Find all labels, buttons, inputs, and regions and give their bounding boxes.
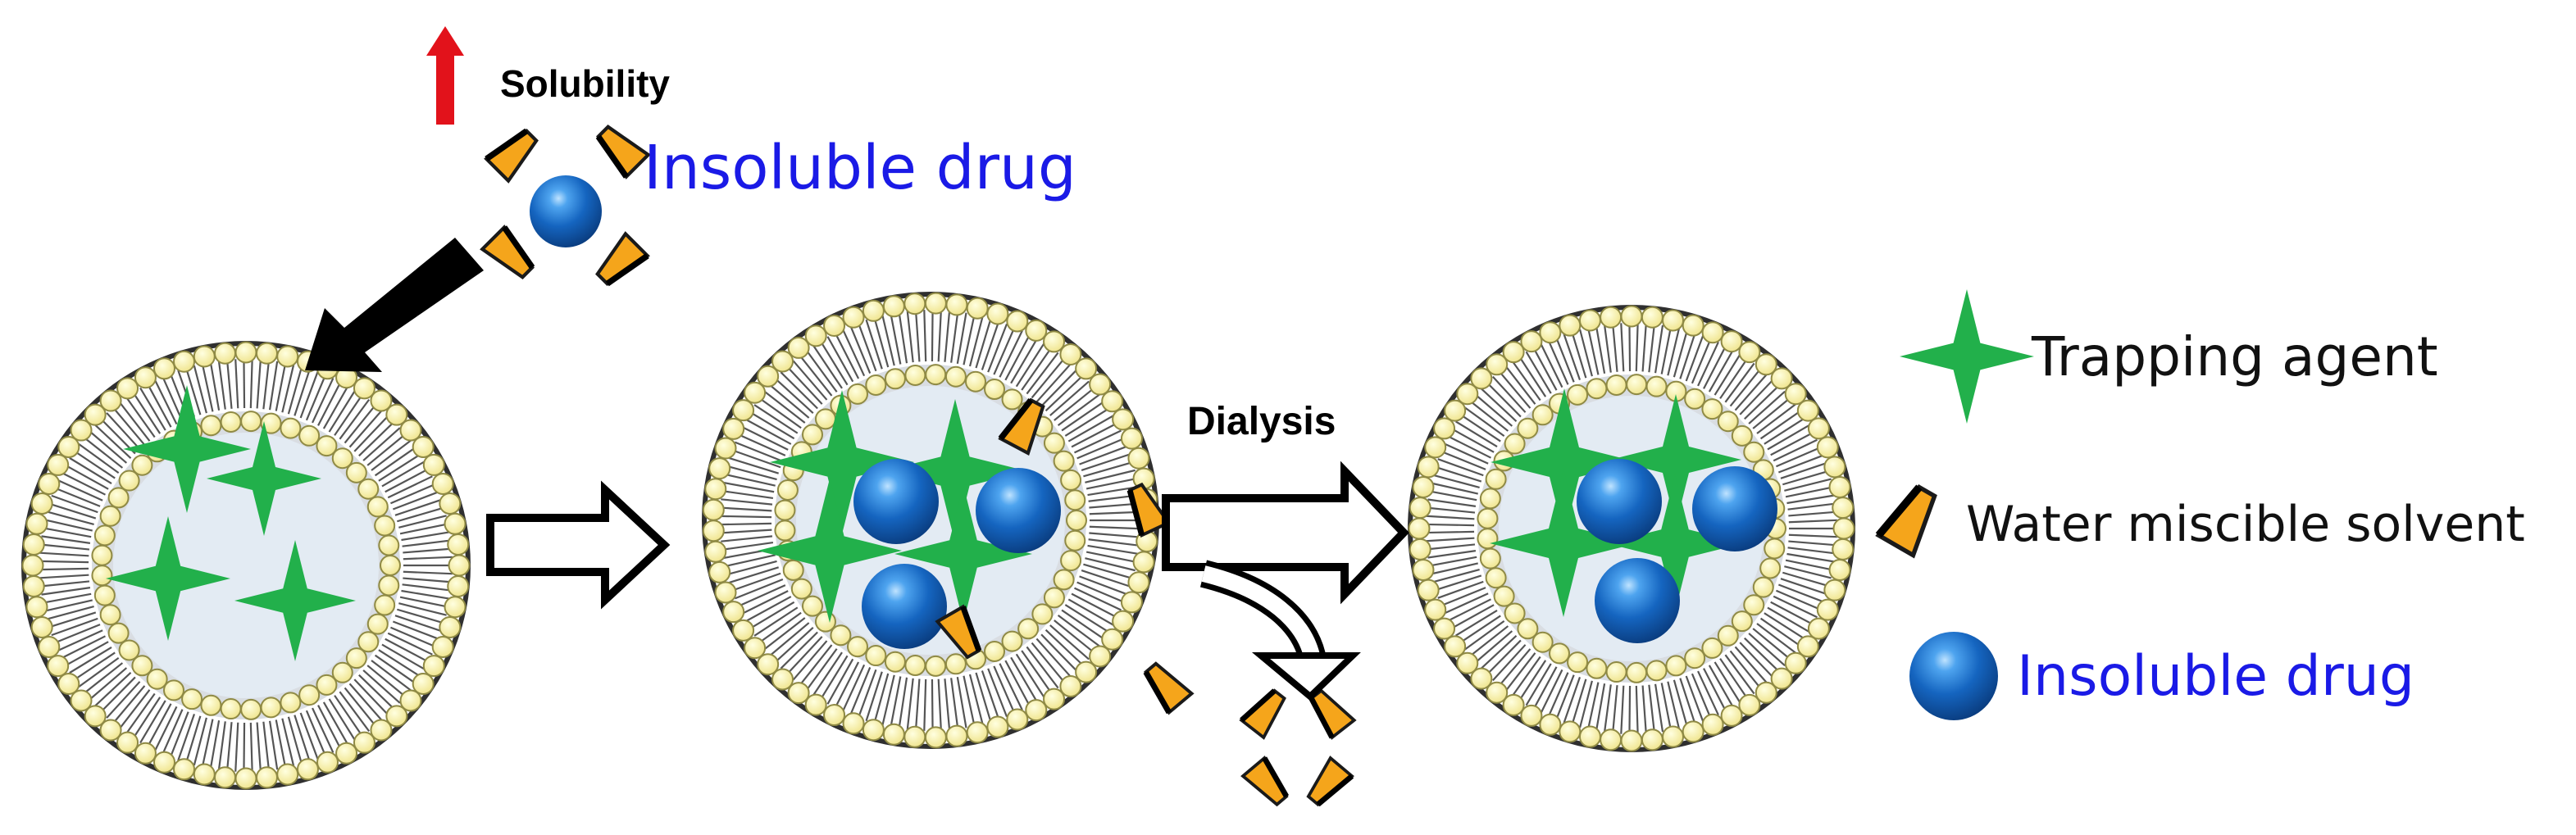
trapping-agent-star-icon	[234, 540, 356, 661]
solvent-wedge-icon	[998, 397, 1045, 456]
trapping-agent-star-icon	[883, 399, 1027, 543]
trapping-agent-star-icon	[1610, 394, 1741, 525]
legend-trapping-agent-icon	[1900, 289, 2034, 424]
drug-sphere-icon	[1692, 466, 1777, 551]
drug-sphere-icon	[1577, 459, 1662, 544]
top-drug-label: Insoluble drug	[644, 133, 1076, 203]
lipid-heads	[1408, 305, 1855, 752]
black-insertion-arrow-icon	[305, 238, 484, 372]
liposome-initial	[21, 341, 471, 790]
solvent-wedge-icon	[484, 128, 539, 184]
trapping-agent-star-icon	[123, 385, 251, 513]
solvent-wedge-icon	[595, 231, 650, 287]
solvent-wedge-icon	[595, 125, 651, 179]
drug-sphere-icon	[1595, 558, 1680, 643]
legend-star-icon	[1900, 289, 2034, 424]
legend-solvent-label: Water miscible solvent	[1966, 496, 2525, 553]
lipid-heads	[702, 292, 1159, 749]
legend-trapping-agent-label: Trapping agent	[2031, 325, 2438, 388]
lipid-tails	[1426, 323, 1837, 734]
legend-sphere-icon	[1909, 632, 1998, 720]
dialysis-arrow-icon	[1162, 461, 1409, 605]
drug-sphere-icon	[853, 459, 939, 544]
trapping-agent-star-icon	[1606, 474, 1744, 612]
drug-sphere-icon	[862, 564, 947, 649]
legend: Trapping agent Water miscible solvent In…	[1875, 289, 2525, 720]
curved-exit-arrow-icon	[1199, 560, 1361, 701]
legend-solvent-icon	[1875, 484, 1937, 559]
solvent-wedge-icon	[1143, 661, 1195, 715]
solubility-label: Solubility	[500, 62, 670, 105]
hollow-arrow-1-icon	[486, 480, 671, 610]
solvent-wedge-icon	[1240, 756, 1290, 807]
solvent-wedge-icon	[1239, 688, 1286, 740]
trapping-agents	[106, 385, 1744, 661]
trapping-agent-star-icon	[758, 479, 902, 623]
lipid-heads	[21, 341, 471, 790]
legend-drug-icon	[1909, 632, 1998, 720]
solvent-wedges	[480, 125, 1357, 807]
legend-wedge-icon	[1875, 484, 1937, 559]
drug-sphere-icon	[976, 468, 1061, 553]
trapping-agent-star-icon	[207, 421, 321, 536]
trapping-agent-star-icon	[1490, 470, 1637, 617]
trapping-agent-star-icon	[770, 390, 914, 534]
solvent-wedge-icon	[935, 604, 982, 660]
lipid-tails	[720, 310, 1141, 731]
top-drug-sphere-icon	[530, 175, 602, 247]
legend-drug-label: Insoluble drug	[2017, 644, 2414, 709]
trapping-agent-star-icon	[106, 516, 230, 641]
lipid-tails	[39, 359, 453, 772]
trapping-agent-star-icon	[1491, 388, 1638, 536]
dialysis-label: Dialysis	[1187, 400, 1336, 443]
trapping-agent-star-icon	[894, 485, 1032, 623]
solubility-up-arrow-icon	[426, 26, 464, 125]
drug-spheres	[530, 175, 1777, 649]
solvent-wedge-icon	[1306, 756, 1354, 807]
solvent-wedge-icon	[480, 225, 535, 279]
